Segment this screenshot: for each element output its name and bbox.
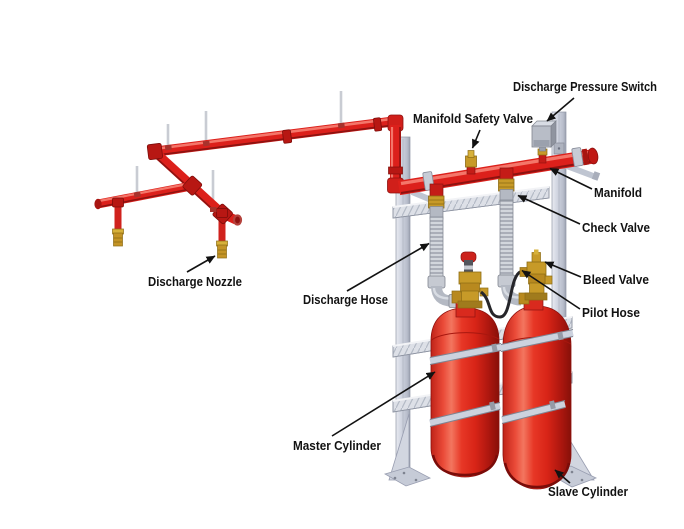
manifold-arrow <box>549 167 593 190</box>
check-valve-arrow <box>517 194 581 225</box>
slave-cylinder <box>502 292 572 490</box>
slave-cylinder-valve <box>518 249 553 305</box>
bleed-valve-arrow <box>544 261 582 278</box>
discharge-nozzle-left <box>112 228 124 247</box>
cylinder-straps <box>429 329 574 427</box>
discharge-nozzle-label: Discharge Nozzle <box>148 275 242 289</box>
nozzle-drop-pipes <box>114 202 226 243</box>
manifold-safety-valve-arrow <box>471 129 481 149</box>
pipe-fittings <box>112 117 383 225</box>
callout-discharge-nozzle: Discharge Nozzle <box>148 255 242 289</box>
rack-foot-left <box>383 413 432 487</box>
discharge-hose-left <box>427 216 458 308</box>
manifold-safety-valve-label: Manifold Safety Valve <box>413 112 533 126</box>
pilot-hose-label: Pilot Hose <box>582 306 640 320</box>
strap-slave-lower <box>501 400 566 424</box>
callout-manifold: Manifold <box>549 167 642 200</box>
slave-cylinder-arrow <box>554 469 571 484</box>
master-cylinder-valve <box>451 251 489 309</box>
hanger-rods <box>135 91 343 211</box>
callout-check-valve: Check Valve <box>517 194 650 235</box>
master-cylinder <box>430 299 500 478</box>
check-valve-drop-right <box>498 167 515 203</box>
discharge-hose-right <box>497 199 522 306</box>
strap-slave-upper <box>500 329 574 352</box>
discharge-hose-arrow <box>346 242 430 292</box>
supply-pipe-main <box>155 116 394 157</box>
branch-pipe-lower <box>94 181 195 210</box>
callout-pilot-hose: Pilot Hose <box>521 269 640 320</box>
master-cylinder-label: Master Cylinder <box>293 439 381 453</box>
master-cylinder-arrow <box>331 371 436 437</box>
callout-discharge-pressure-switch: Discharge Pressure Switch <box>513 80 657 122</box>
callouts: Discharge Pressure Switch Manifold Safet… <box>148 80 657 499</box>
slave-cylinder-label: Slave Cylinder <box>548 485 628 499</box>
manifold-pipe <box>397 147 599 196</box>
callout-slave-cylinder: Slave Cylinder <box>548 469 628 499</box>
manifold-arm-cap <box>591 171 601 181</box>
bleed-valve-label: Bleed Valve <box>583 273 649 287</box>
strap-master-upper <box>429 343 502 365</box>
discharge-nozzle-arrow <box>186 255 216 273</box>
callout-master-cylinder: Master Cylinder <box>293 371 436 453</box>
manifold-safety-valve <box>465 150 477 175</box>
discharge-pipe-network <box>94 116 394 259</box>
check-valve-drop-left <box>428 183 445 220</box>
discharge-pressure-switch-arrow <box>546 97 575 122</box>
pilot-hose-arrow <box>521 269 581 310</box>
discharge-pressure-switch <box>531 120 557 164</box>
discharge-pressure-switch-label: Discharge Pressure Switch <box>513 80 657 94</box>
check-valve-label: Check Valve <box>582 221 650 235</box>
strap-master-lower <box>429 401 501 427</box>
callout-bleed-valve: Bleed Valve <box>544 261 649 287</box>
callout-manifold-safety-valve: Manifold Safety Valve <box>413 112 533 149</box>
pilot-hose <box>479 270 522 319</box>
callout-discharge-hose: Discharge Hose <box>303 242 430 307</box>
manifold-label: Manifold <box>594 186 642 200</box>
discharge-hose-label: Discharge Hose <box>303 293 388 307</box>
manifold-assembly <box>387 114 601 207</box>
discharge-nozzle-right <box>216 240 228 259</box>
rod-clamps <box>133 122 345 212</box>
